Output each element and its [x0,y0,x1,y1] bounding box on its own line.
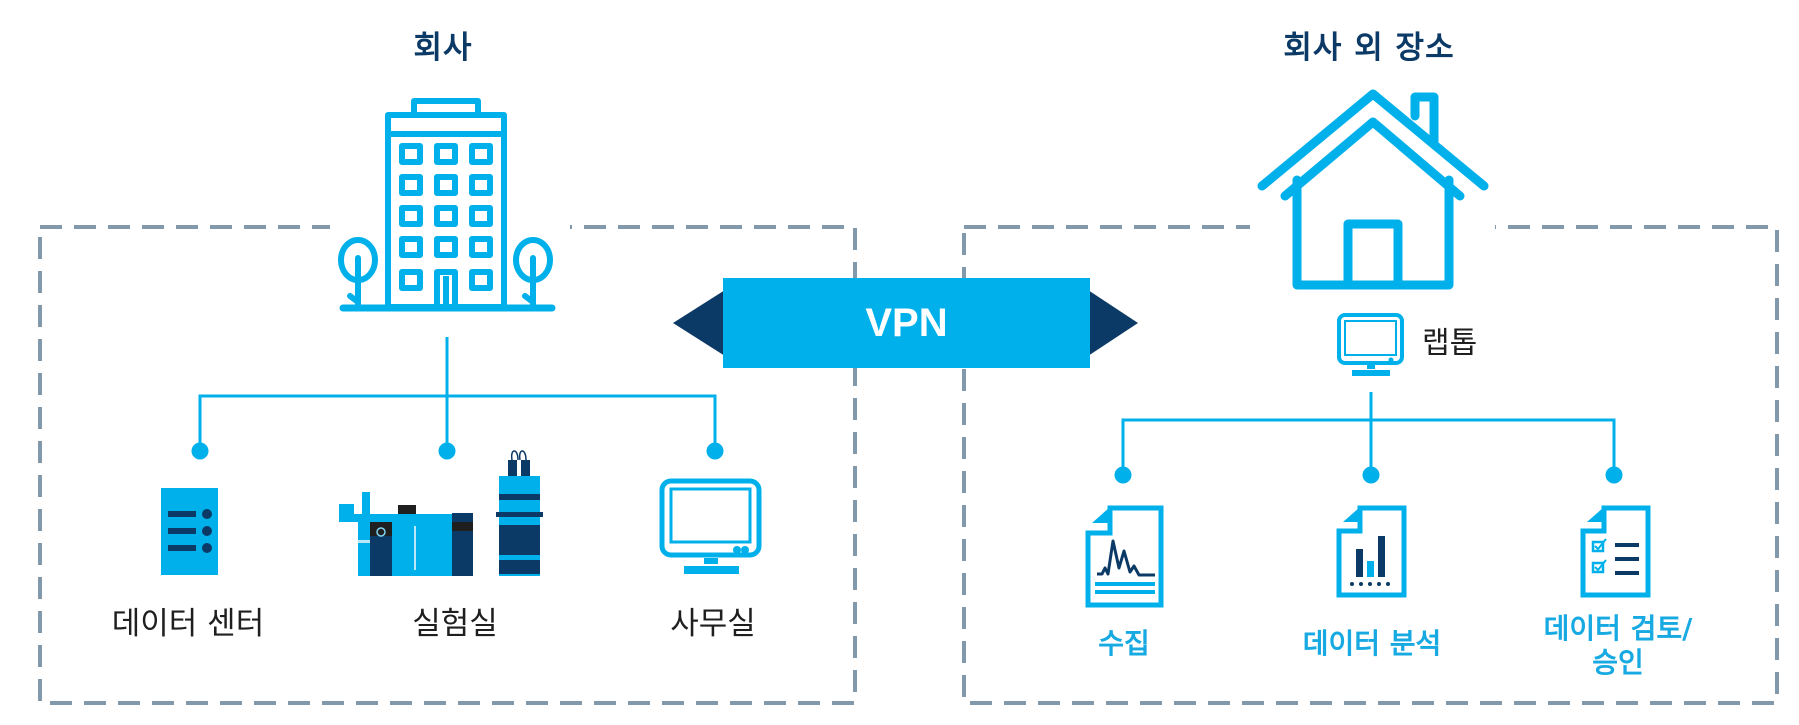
server-icon [161,488,218,575]
office-building-icon [338,98,556,312]
collection-label: 수집 [1098,627,1150,660]
chromatogram-document-icon [1085,505,1164,608]
vpn-label: VPN [865,300,948,345]
company-connector-lines [191,337,724,460]
remote-title: 회사 외 장소 [1283,30,1455,66]
lab-instrument-icon [339,492,473,576]
checklist-document-icon [1580,505,1651,598]
company-title: 회사 [413,30,473,66]
lab-label: 실험실 [412,606,498,642]
data-review-label: 데이터 검토/ 승인 [1544,612,1693,680]
data-center-label: 데이터 센터 [111,606,265,642]
desktop-monitor-icon [659,478,762,574]
bar-chart-document-icon [1336,505,1407,598]
data-review-label-line1: 데이터 검토/ [1543,612,1693,645]
office-label: 사무실 [670,606,756,642]
vpn-connector [673,278,1138,368]
column-instrument-icon [496,450,543,576]
laptop-monitor-icon [1337,313,1404,376]
data-review-label-line2: 승인 [1592,646,1644,679]
house-icon [1257,89,1489,290]
data-analysis-label: 데이터 분석 [1302,627,1442,660]
remote-connector-lines [1114,392,1623,484]
laptop-label: 랩톱 [1422,326,1478,361]
